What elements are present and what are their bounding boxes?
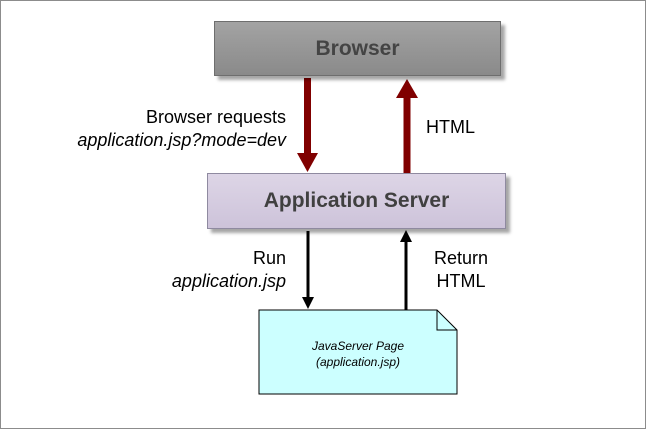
jsp-node-label-line2: (application.jsp): [315, 355, 401, 369]
application-server-node: Application Server: [207, 173, 506, 229]
html-response-arrow: [396, 79, 418, 173]
return-label: Return HTML: [434, 247, 488, 293]
jsp-node-label: JavaServer Page (application.jsp): [260, 338, 456, 370]
return-label-line2: HTML: [436, 271, 486, 291]
html-response-label: HTML: [426, 117, 475, 137]
return-arrow: [400, 230, 412, 310]
application-server-node-label: Application Server: [263, 189, 450, 212]
browser-node: Browser: [214, 21, 501, 76]
run-label-line1: Run: [252, 248, 286, 268]
request-label: Browser requests application.jsp?mode=de…: [77, 106, 286, 152]
return-label-line1: Return: [434, 248, 489, 268]
run-label: Run application.jsp: [172, 247, 286, 293]
run-arrow: [302, 231, 314, 309]
request-arrow: [297, 78, 318, 172]
jsp-document-fold: [436, 310, 457, 331]
request-label-line2: application.jsp?mode=dev: [77, 130, 286, 150]
request-label-line1: Browser requests: [145, 107, 286, 127]
run-label-line2: application.jsp: [171, 271, 286, 291]
browser-node-label: Browser: [315, 36, 400, 60]
jsp-node-label-line1: JavaServer Page: [311, 339, 405, 353]
